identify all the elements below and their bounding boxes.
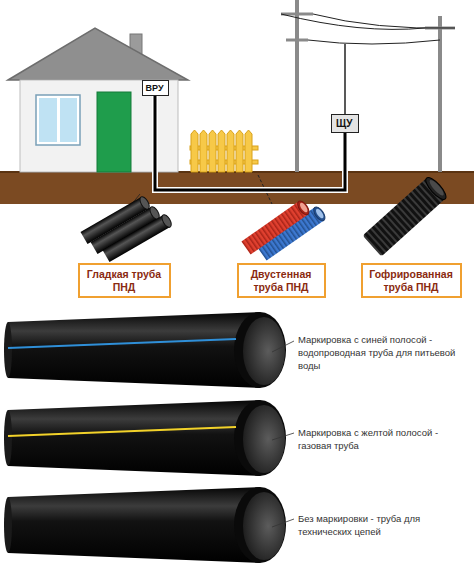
pipe-end [423, 175, 449, 202]
fence-picket [200, 130, 207, 172]
node-text: Гофрированная труба ПНД [368, 268, 455, 293]
marking-note: Маркировка с желтой полосой - газовая тр… [298, 427, 468, 453]
panel-box: ЩУ [331, 114, 359, 133]
corrugated-pipe [363, 175, 449, 257]
node-text: ЩУ [336, 118, 354, 129]
pipe-end [160, 213, 173, 229]
pole [438, 16, 442, 172]
pipe-label-box: Гофрированная труба ПНД [361, 263, 462, 298]
pipe-body [241, 201, 308, 254]
pole [295, 0, 299, 172]
overhead-wire [308, 40, 440, 44]
pipe-end [295, 199, 311, 217]
drop-wire [344, 44, 346, 114]
fence-picket [227, 130, 234, 172]
fence-picket [236, 130, 243, 172]
node-text: Двустенная труба ПНД [244, 268, 319, 293]
fence-picket [245, 130, 252, 172]
leader-line [272, 519, 294, 527]
gas-pipe [4, 400, 286, 476]
pipe-inner [428, 178, 446, 197]
node-text: Гладкая труба ПНД [85, 268, 164, 293]
blue-stripe [8, 339, 236, 348]
leader-line [272, 341, 294, 352]
window-frame [36, 95, 80, 145]
window-pane [39, 98, 57, 142]
door [97, 92, 131, 172]
double-wall-pipe [241, 199, 311, 255]
roof [8, 28, 188, 80]
marking-note: Маркировка с синей полосой - водопроводн… [298, 334, 468, 372]
panel-box: ВРУ [142, 80, 169, 96]
pipe-inner [315, 208, 325, 220]
water-pipe [4, 312, 286, 388]
pipe-body [103, 215, 171, 262]
window-pane [60, 98, 77, 142]
cable-outline [155, 96, 345, 190]
fence-picket [209, 130, 216, 172]
fence-picket [218, 130, 225, 172]
leader-line [272, 433, 294, 440]
pipe-label-box: Двустенная труба ПНД [237, 263, 326, 298]
pipe-inner [299, 202, 309, 214]
marking-note: Без маркировки - труба для технических ц… [298, 513, 468, 539]
fence-picket [191, 130, 198, 172]
pipe-end [311, 205, 327, 223]
fence [190, 130, 258, 172]
technical-pipe [4, 487, 286, 563]
cable-line [155, 96, 345, 190]
smooth-pipe [103, 213, 174, 262]
overhead-wire [313, 14, 455, 28]
pole-crossbar [286, 39, 308, 42]
node-text: ВРУ [146, 83, 165, 93]
pipe-label-box: Гладкая труба ПНД [78, 263, 171, 298]
yellow-stripe [8, 427, 236, 436]
